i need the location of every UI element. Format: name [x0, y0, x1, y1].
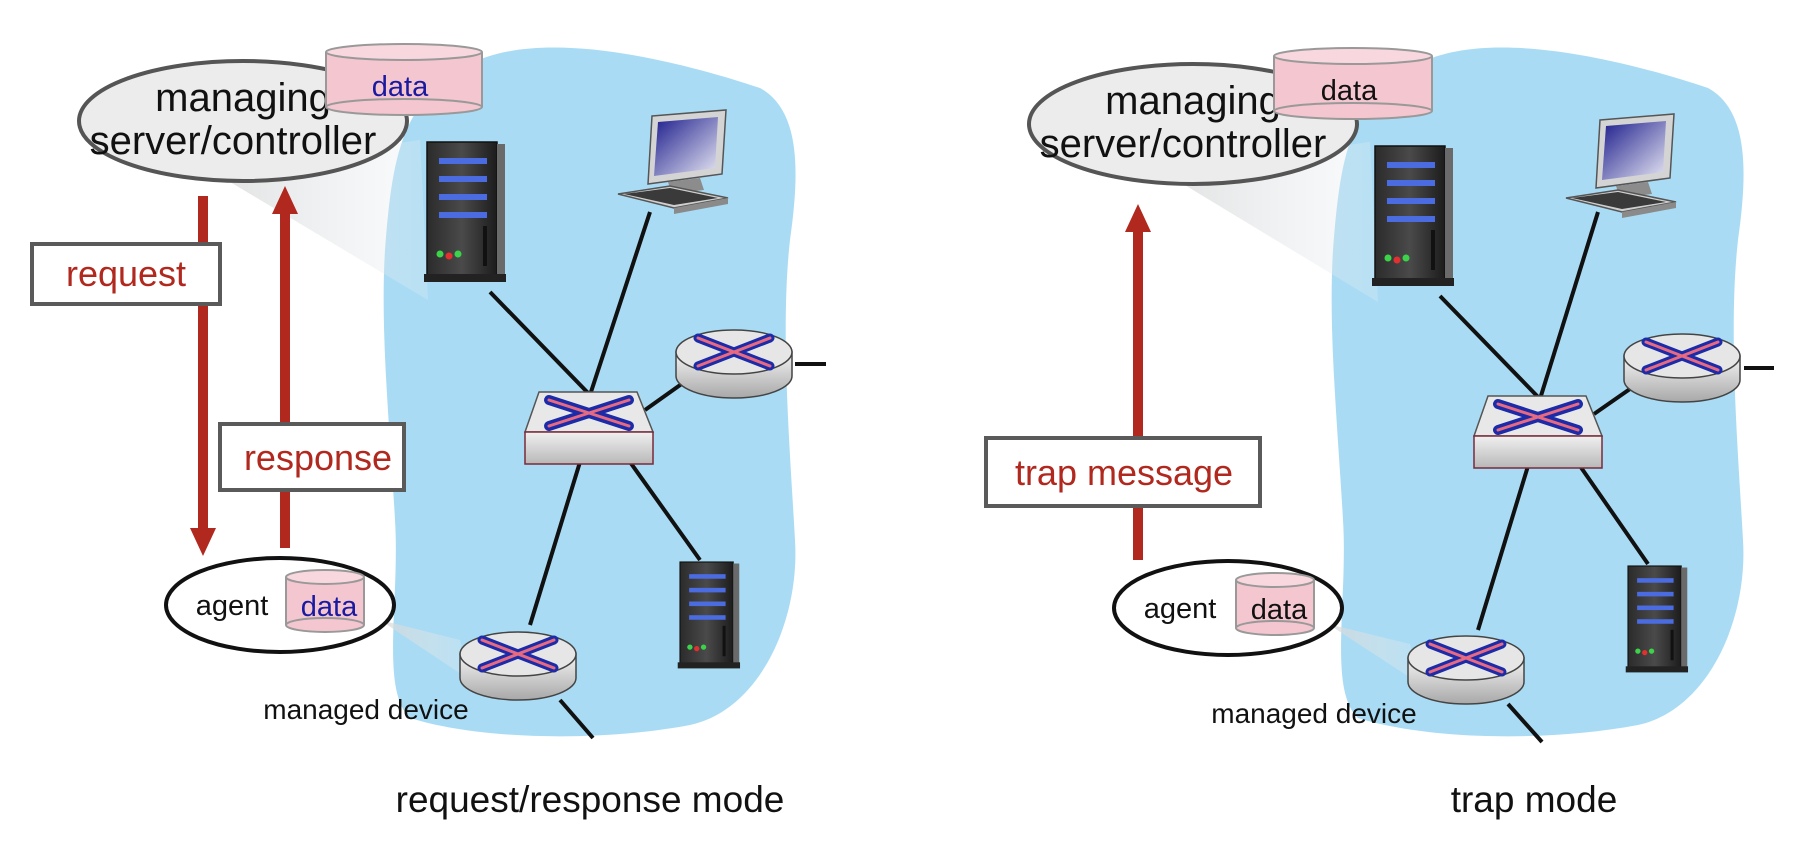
right-panel: managing server/controller data trap mes… — [984, 47, 1774, 820]
router-icon — [676, 330, 792, 398]
managed-device-label: managed device — [263, 694, 468, 725]
request-box — [30, 242, 222, 306]
server-icon — [423, 141, 507, 283]
trap-message-box — [984, 436, 1262, 508]
server-icon — [677, 561, 741, 669]
agent-callout — [380, 620, 470, 680]
response-box — [218, 422, 406, 492]
agent-db-label: data — [301, 591, 358, 623]
mode-caption: trap mode — [1451, 779, 1618, 820]
server-icon — [1625, 565, 1689, 673]
database-icon — [1235, 572, 1315, 636]
switch-icon — [1474, 396, 1602, 468]
controller-label-line1: managing — [155, 76, 331, 120]
trap-message-label: trap message — [1015, 452, 1233, 493]
request-label: request — [66, 253, 186, 294]
managed-device-label: managed device — [1211, 698, 1416, 729]
network-links — [488, 211, 826, 740]
controller-db-label: data — [372, 71, 429, 103]
arrow-up-icon — [272, 186, 298, 548]
agent-label: agent — [196, 590, 269, 622]
agent-label: agent — [1144, 593, 1217, 625]
agent-db-label: data — [1251, 594, 1308, 626]
managed-device-router-icon — [460, 632, 576, 700]
router-icon — [1624, 334, 1740, 402]
controller-db-label: data — [1321, 75, 1378, 107]
switch-icon — [525, 392, 653, 464]
agent-callout — [1328, 624, 1420, 684]
controller-label-line1: managing — [1105, 79, 1281, 123]
database-icon — [325, 43, 483, 116]
response-label: response — [244, 437, 392, 478]
controller-label-line2: server/controller — [1040, 122, 1327, 166]
server-icon — [1371, 145, 1455, 287]
left-panel: managing server/controller data request … — [30, 43, 826, 820]
controller-label-line2: server/controller — [90, 119, 377, 163]
managed-device-router-icon — [1408, 636, 1524, 704]
database-icon — [285, 569, 365, 633]
mode-caption: request/response mode — [396, 779, 785, 820]
database-icon — [1273, 47, 1433, 120]
network-links — [1438, 211, 1774, 744]
